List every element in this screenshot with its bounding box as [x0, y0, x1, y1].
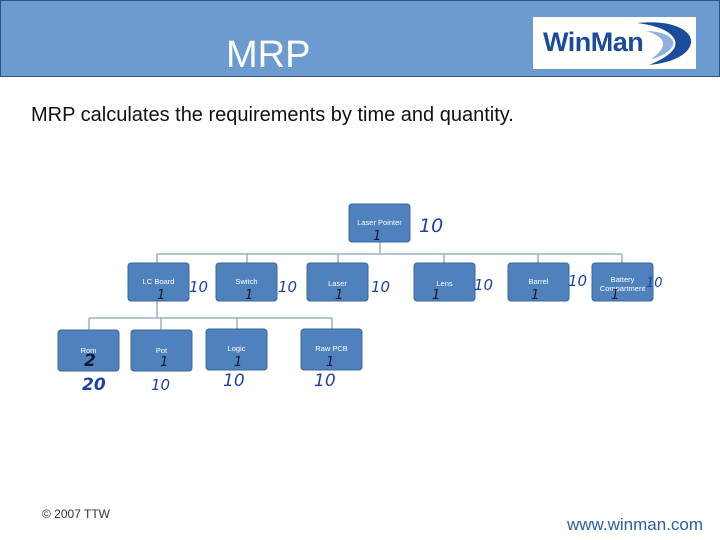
qty-per-raw-pcb: 1: [326, 355, 334, 370]
qty-per-rom: 2: [84, 351, 96, 371]
svg-text:Laser: Laser: [328, 279, 347, 288]
logo-swoosh-icon: [637, 22, 692, 65]
logo-text: WinMan: [543, 27, 644, 57]
svg-text:Rom: Rom: [81, 346, 97, 355]
tree-node-laser: Laser: [306, 262, 369, 302]
winman-logo: WinMan: [533, 17, 696, 69]
qty-per-logic: 1: [234, 355, 242, 370]
total-laser-pointer: 10: [419, 215, 443, 237]
tree-node-battery-compartment: Battery Compartment: [591, 262, 654, 302]
total-battery-compartment: 10: [646, 276, 663, 291]
total-laser: 10: [371, 278, 390, 296]
total-logic: 10: [223, 371, 245, 391]
total-switch: 10: [278, 278, 297, 296]
battery-label-line2: Compartment: [600, 284, 646, 293]
tree-node-barrel: Barrel: [507, 262, 570, 302]
tree-node-pot: Pot: [130, 329, 193, 372]
tree-node-raw-pcb: Raw PCB: [300, 328, 363, 371]
copyright-notice: © 2007 TTW: [42, 507, 110, 521]
svg-text:Pot: Pot: [156, 346, 168, 355]
qty-per-battery-compartment: 1: [611, 288, 619, 303]
battery-label-line1: Battery: [611, 275, 635, 284]
qty-per-switch: 1: [245, 288, 253, 303]
qty-per-lens: 1: [432, 288, 440, 303]
subtitle: MRP calculates the requirements by time …: [31, 104, 514, 126]
tree-connectors: [88, 242, 623, 330]
qty-per-pot: 1: [160, 355, 168, 370]
svg-text:Barrel: Barrel: [528, 277, 548, 286]
total-lens: 10: [474, 276, 493, 294]
tree-node-switch: Switch: [215, 262, 278, 302]
total-lc-board: 10: [189, 278, 208, 296]
svg-text:Laser Pointer: Laser Pointer: [357, 218, 402, 227]
svg-text:Raw PCB: Raw PCB: [315, 344, 348, 353]
qty-per-laser: 1: [335, 288, 343, 303]
tree-node-rom: Rom: [57, 329, 120, 372]
tree-node-lens: Lens: [413, 262, 476, 302]
page-title: MRP: [226, 34, 311, 76]
total-raw-pcb: 10: [314, 371, 336, 391]
total-barrel: 10: [568, 272, 587, 290]
qty-per-barrel: 1: [531, 288, 539, 303]
svg-text:LC Board: LC Board: [143, 277, 175, 286]
svg-text:Logic: Logic: [228, 344, 246, 353]
tree-node-lc-board: LC Board: [127, 262, 190, 302]
tree-node-logic: Logic: [205, 328, 268, 371]
total-rom: 20: [82, 375, 106, 395]
tree-node-laser-pointer: Laser Pointer: [348, 203, 411, 243]
website-link[interactable]: www.winman.com: [567, 515, 704, 534]
qty-per-lc-board: 1: [157, 288, 165, 303]
total-pot: 10: [151, 376, 170, 394]
svg-text:Switch: Switch: [235, 277, 257, 286]
qty-per-laser-pointer: 1: [373, 229, 381, 244]
svg-text:Lens: Lens: [436, 279, 453, 288]
